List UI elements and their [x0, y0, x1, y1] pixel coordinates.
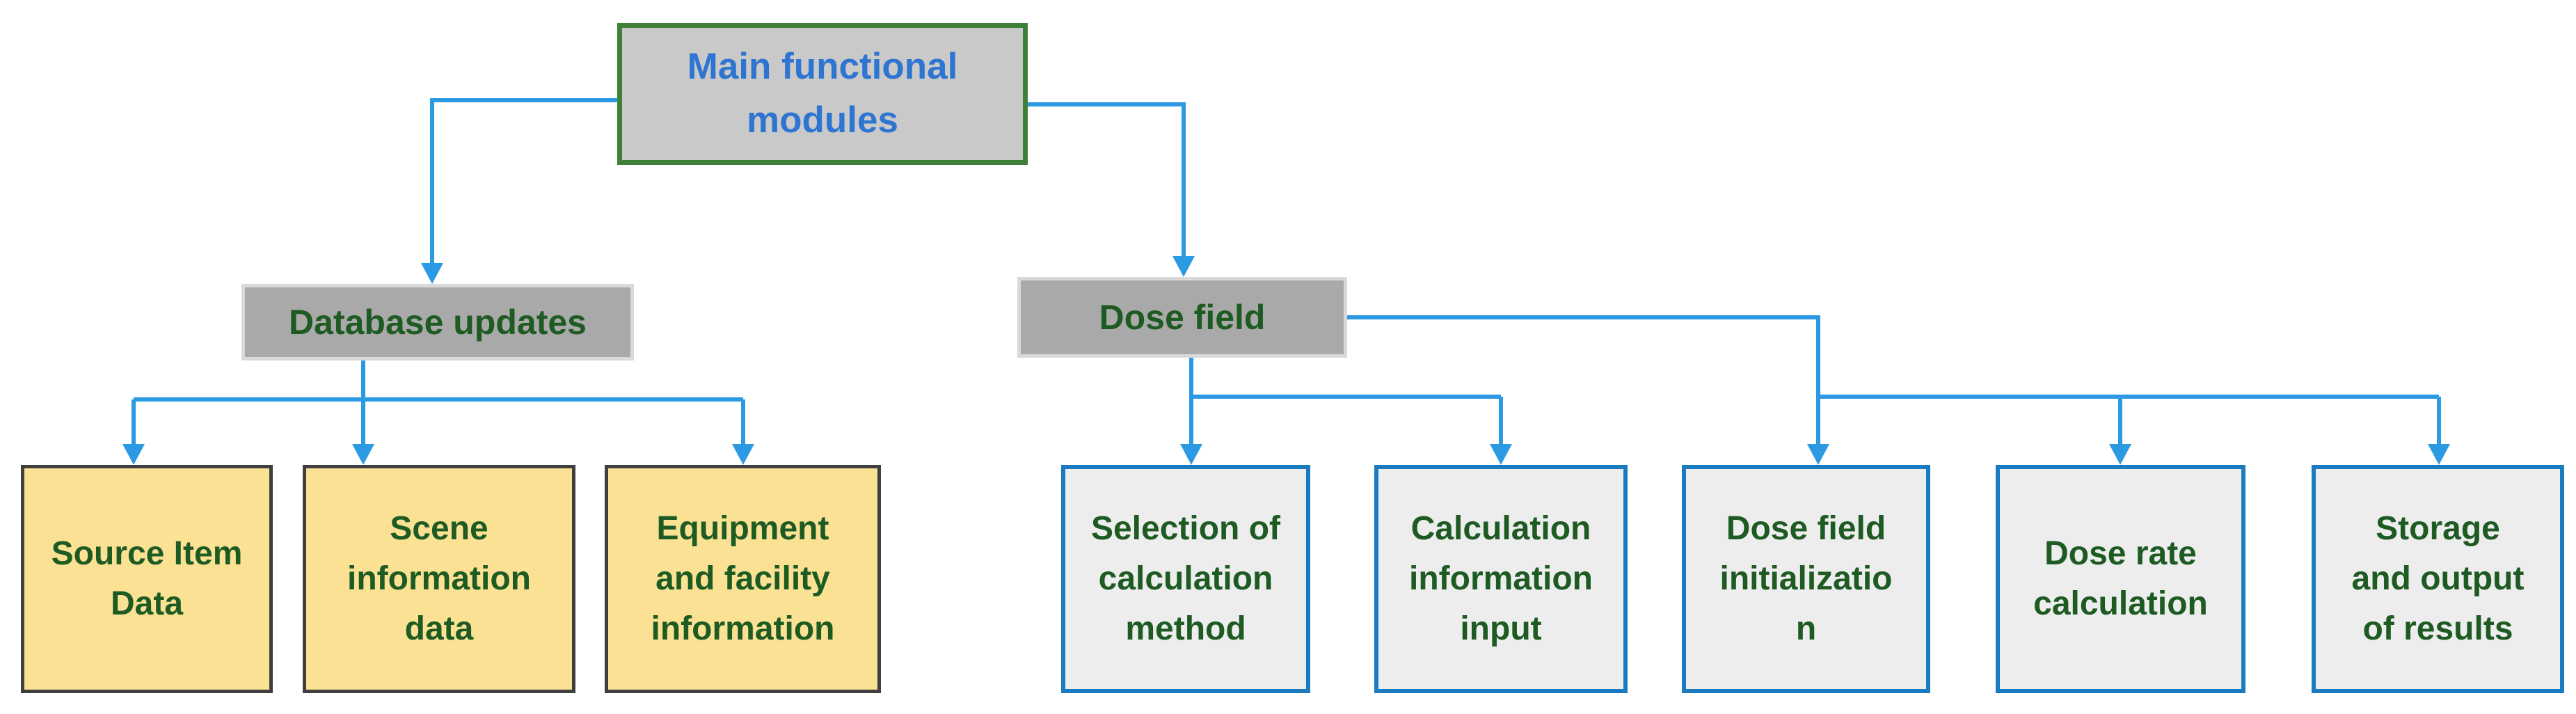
node-storage-output-results: Storage and output of results [2312, 465, 2564, 693]
node-dose-field-initialization: Dose field initializatio n [1682, 465, 1930, 693]
arrowhead-equipment [732, 444, 754, 465]
arrowhead-selection [1180, 444, 1202, 465]
arrowhead-dose [1172, 256, 1195, 277]
arrowhead-calc-input [1490, 444, 1512, 465]
arrowhead-dose-init [1807, 444, 1829, 465]
edge-main-to-dose [1026, 102, 1186, 257]
node-database-updates: Database updates [241, 284, 634, 360]
arrowhead-scene [352, 444, 374, 465]
arrowhead-storage [2428, 444, 2450, 465]
node-dose-field: Dose field [1017, 277, 1347, 358]
node-selection-calculation-method: Selection of calculation method [1061, 465, 1310, 693]
edge-main-to-database [430, 98, 619, 264]
edge-dose-right-branch [1346, 315, 1820, 445]
node-calculation-information-input: Calculation information input [1374, 465, 1628, 693]
node-main-functional-modules: Main functional modules [617, 23, 1028, 165]
arrowhead-source-item [122, 444, 145, 465]
node-dose-rate-calculation: Dose rate calculation [1996, 465, 2245, 693]
node-scene-information-data: Scene information data [303, 465, 575, 693]
node-equipment-facility-information: Equipment and facility information [605, 465, 881, 693]
arrowhead-database [421, 263, 443, 284]
node-source-item-data: Source Item Data [21, 465, 273, 693]
arrowhead-dose-rate [2109, 444, 2131, 465]
